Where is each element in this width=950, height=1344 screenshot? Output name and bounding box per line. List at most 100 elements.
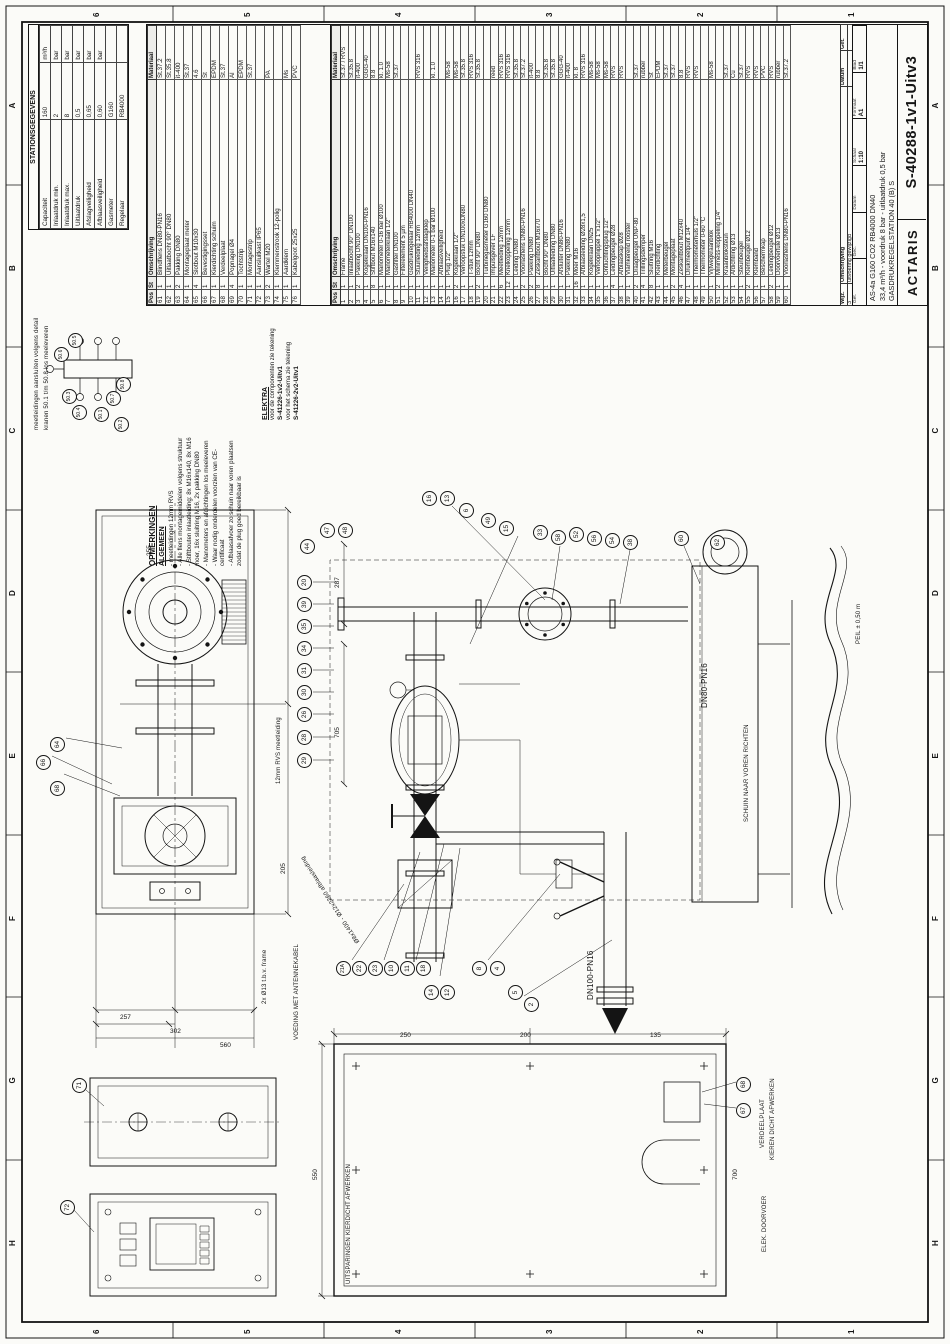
cell: 21: [490, 289, 498, 305]
cell: 1: [415, 276, 423, 290]
balloon-68: 68: [50, 781, 65, 796]
cell: 2: [670, 276, 678, 290]
cell: [715, 25, 723, 80]
field-label: Gec.: [853, 246, 858, 257]
cell: Ms-58: [708, 25, 716, 80]
cell: 1: [237, 276, 247, 290]
cell: St.35.8: [475, 25, 483, 80]
cell: Ms-58: [445, 25, 453, 80]
cell: 47: [685, 289, 693, 305]
cell: Meterbeugel: [663, 79, 671, 277]
cell: 59: [775, 289, 783, 305]
cell: 3: [355, 289, 363, 305]
balloon-28: 28: [297, 730, 312, 745]
cell: 1: [183, 276, 193, 290]
cell: Cu: [730, 25, 738, 80]
cell: 1: [588, 276, 596, 290]
cell: St.37: [633, 25, 641, 80]
cell: 32: [573, 289, 581, 305]
cell: 1: [565, 276, 573, 290]
cell: St.37: [723, 25, 731, 80]
cell: 8: [61, 62, 73, 120]
cell: 1: [291, 276, 301, 290]
cell: 29: [550, 289, 558, 305]
balloon-60: 60: [674, 531, 689, 546]
cell: 52: [723, 289, 731, 305]
cell: Pakking DN80: [565, 79, 573, 277]
cell: 34: [588, 289, 596, 305]
cell: 51: [715, 289, 723, 305]
cell: 16: [453, 289, 461, 305]
cell: St.35.8: [165, 25, 175, 80]
cell: 1: [255, 276, 265, 290]
cell: 1: [700, 276, 708, 290]
balloon-50.8: 50.8: [116, 377, 131, 392]
cell: 4: [610, 276, 618, 290]
cell: Thermometer 0-60 °C: [700, 79, 708, 277]
cell: Gasdrukregelaar RB4000 DN40: [408, 79, 416, 277]
cell: 1: [273, 276, 283, 290]
cell: 2: [633, 276, 641, 290]
cell: 12: [423, 289, 431, 305]
cell: 2: [264, 276, 274, 290]
cell: 14: [438, 289, 446, 305]
cell: Regelaar: [116, 119, 128, 229]
cell: reed: [490, 25, 498, 80]
cell: Montagestrip: [246, 79, 256, 277]
cell: Ms-58: [385, 25, 393, 80]
cell: Beschermkap: [760, 79, 768, 277]
cell: 8: [535, 276, 543, 290]
title-block-description: AS-4a G160 CO2 RB4000 DN40 33,4 m³/h - v…: [867, 25, 898, 305]
cell: Pakking DN80: [174, 79, 184, 277]
cell: 46: [678, 289, 686, 305]
cell: 4: [228, 276, 238, 290]
cell: 22: [498, 289, 506, 305]
cell: Voorlasflens DN80-PN16: [520, 79, 528, 277]
cell: 41: [640, 289, 648, 305]
cell: 56: [753, 289, 761, 305]
cell: Filterelement 5 µm: [400, 79, 408, 277]
cell: 67: [210, 289, 220, 305]
cell: Montageplaat meter: [183, 79, 193, 277]
cell: Aardklem: [282, 79, 292, 277]
balloon-16: 16: [422, 491, 437, 506]
balloon-56: 56: [587, 531, 602, 546]
balloon-48: 48: [338, 523, 353, 538]
cell: St.37 / RVS: [340, 25, 348, 80]
cell: Ms-58: [603, 25, 611, 80]
cell: PVC: [291, 25, 301, 80]
cell: 19: [475, 289, 483, 305]
cell: 160: [39, 62, 51, 120]
cell: Moer M16: [573, 79, 581, 277]
cell: 8: [393, 289, 401, 305]
cell: 64: [183, 289, 193, 305]
cell: 54: [738, 289, 746, 305]
balloon-54: 54: [605, 533, 620, 548]
cell: 30: [558, 289, 566, 305]
cell: bar: [94, 25, 106, 63]
titleblock-field: Get.: [853, 258, 866, 305]
cell: Vijfwegkraanblok: [708, 79, 716, 277]
balloon-4: 4: [490, 961, 505, 976]
cell: 1: [558, 276, 566, 290]
cell: [483, 25, 491, 80]
cell: 36: [603, 289, 611, 305]
balloon-50.6: 50.6: [54, 347, 69, 362]
cell: 50: [708, 289, 716, 305]
